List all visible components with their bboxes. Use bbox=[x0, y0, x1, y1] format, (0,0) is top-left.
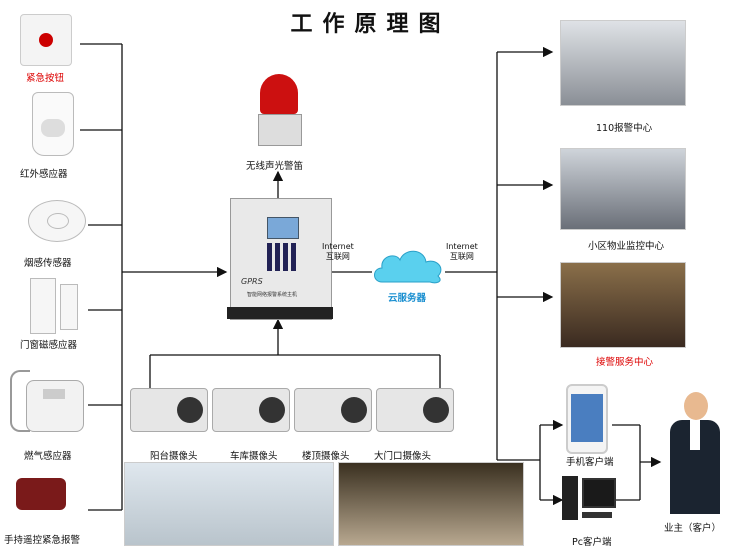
emergency-button-image bbox=[20, 14, 72, 66]
camera-label-gate: 大门口摄像头 bbox=[374, 451, 432, 462]
internet-right-line1: Internet bbox=[446, 242, 478, 251]
pc-image bbox=[562, 476, 616, 524]
phone-image bbox=[566, 384, 608, 454]
cloud-icon bbox=[374, 250, 442, 284]
gas-sensor-cable bbox=[10, 370, 30, 432]
internet-left-line1: Internet bbox=[322, 242, 354, 251]
smoke-sensor-image bbox=[28, 200, 86, 242]
sensor-label-pir: 红外感应器 bbox=[20, 169, 68, 180]
sensor-label-door: 门窗磁感应器 bbox=[20, 340, 78, 351]
center-property-label: 小区物业监控中心 bbox=[588, 241, 665, 252]
center-110-label: 110报警中心 bbox=[596, 123, 653, 134]
pc-client-label: Pc客户端 bbox=[572, 537, 612, 548]
door-sensor-magnet bbox=[60, 284, 78, 330]
owner-figure bbox=[664, 392, 726, 514]
camera-label-rooftop: 楼顶摄像头 bbox=[302, 451, 350, 462]
gas-sensor-image bbox=[26, 380, 84, 432]
host-keypad bbox=[267, 243, 297, 271]
internet-label-left: Internet 互联网 bbox=[322, 242, 354, 262]
center-service-photo bbox=[560, 262, 686, 348]
phone-client-label: 手机客户端 bbox=[566, 457, 614, 468]
internet-right-line2: 互联网 bbox=[449, 252, 474, 261]
center-110-photo bbox=[560, 20, 686, 106]
cloud-label: 云服务器 bbox=[388, 293, 427, 304]
camera-rooftop bbox=[294, 388, 372, 432]
internet-left-line2: 互联网 bbox=[325, 252, 350, 261]
camera-garage bbox=[212, 388, 290, 432]
siren-image bbox=[258, 74, 302, 148]
camera-row bbox=[130, 388, 470, 436]
camera-label-garage: 车库摄像头 bbox=[230, 451, 278, 462]
door-sensor-image bbox=[30, 278, 56, 334]
sensor-label-emergency: 紧急按钮 bbox=[26, 73, 65, 84]
diagram-title: 工作原理图 bbox=[290, 12, 451, 37]
center-property-photo bbox=[560, 148, 686, 230]
camera-gate bbox=[376, 388, 454, 432]
host-screen bbox=[267, 217, 299, 239]
camera-label-balcony: 阳台摄像头 bbox=[150, 451, 198, 462]
office-photo bbox=[124, 462, 334, 546]
sensor-label-smoke: 烟感传感器 bbox=[24, 258, 72, 269]
siren-label: 无线声光警笛 bbox=[246, 161, 304, 172]
owner-label: 业主（客户） bbox=[664, 523, 722, 534]
alarm-host: GPRS 智能网络报警系统主机 bbox=[227, 198, 333, 320]
host-subtitle: 智能网络报警系统主机 bbox=[247, 292, 298, 298]
sensor-label-remote: 手持遥控紧急报警 bbox=[4, 535, 81, 546]
remote-image bbox=[16, 478, 66, 510]
store-photo bbox=[338, 462, 524, 546]
center-service-label: 接警服务中心 bbox=[596, 357, 654, 368]
camera-balcony bbox=[130, 388, 208, 432]
sensor-label-gas: 燃气感应器 bbox=[24, 451, 72, 462]
host-brand: GPRS bbox=[241, 277, 263, 286]
pir-sensor-image bbox=[32, 92, 74, 156]
internet-label-right: Internet 互联网 bbox=[446, 242, 478, 262]
